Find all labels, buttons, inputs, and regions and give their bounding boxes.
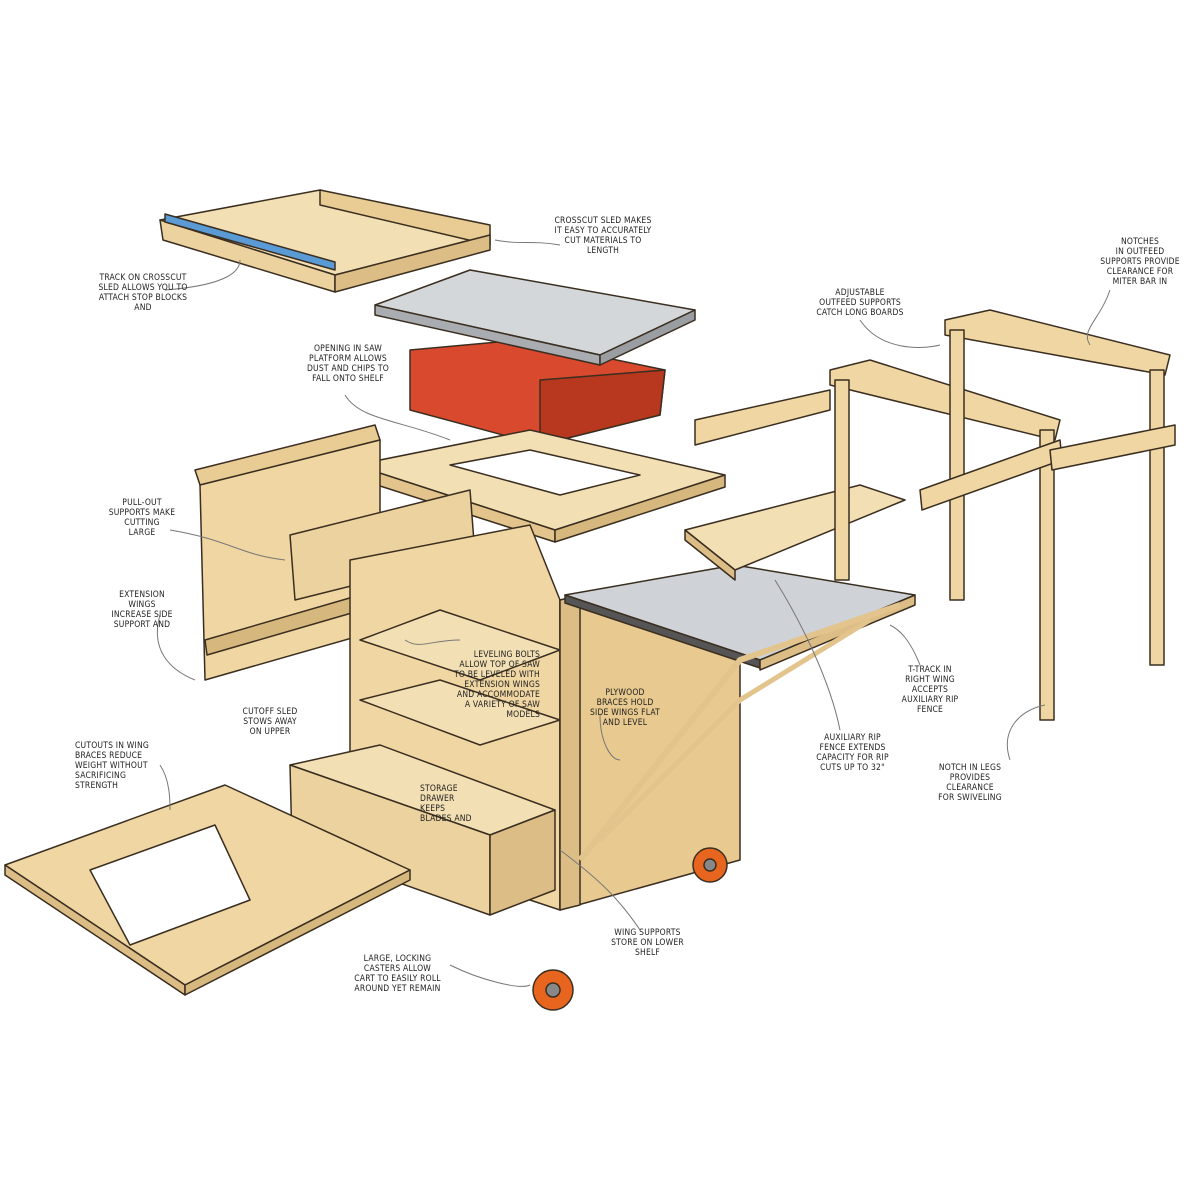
callout-outfeed-supports: ADJUSTABLE OUTFEED SUPPORTS CATCH LONG B…	[816, 288, 904, 318]
crosscut-sled	[159, 189, 491, 293]
callout-sled-track: TRACK ON CROSSCUT SLED ALLOWS YOU TO ATT…	[98, 273, 188, 313]
right-extension-wing	[564, 564, 916, 862]
callout-t-track: T-TRACK IN RIGHT WING ACCEPTS AUXILIARY …	[901, 665, 959, 715]
callout-platform-opening: OPENING IN SAW PLATFORM ALLOWS DUST AND …	[306, 344, 390, 384]
wing-brace-panel	[4, 784, 411, 996]
callout-leveling-bolts: LEVELING BOLTS ALLOW TOP OF SAW TO BE LE…	[453, 650, 540, 720]
callout-notches: NOTCHES IN OUTFEED SUPPORTS PROVIDE CLEA…	[1100, 237, 1180, 287]
callout-pull-out-supports: PULL-OUT SUPPORTS MAKE CUTTING LARGE	[108, 498, 176, 538]
callout-plywood-braces: PLYWOOD BRACES HOLD SIDE WINGS FLAT AND …	[589, 688, 661, 728]
storage-drawer	[289, 744, 556, 916]
callout-wing-supports: WING SUPPORTS STORE ON LOWER SHELF	[611, 928, 684, 958]
callout-rip-fence: AUXILIARY RIP FENCE EXTENDS CAPACITY FOR…	[816, 733, 889, 773]
auxiliary-rip-fence	[684, 484, 906, 581]
sled-track	[164, 213, 336, 271]
callout-wing-cutouts: CUTOUTS IN WING BRACES REDUCE WEIGHT WIT…	[75, 741, 150, 791]
left-extension-wing	[194, 424, 476, 681]
callout-notch-in-legs: NOTCH IN LEGS PROVIDES CLEARANCE FOR SWI…	[938, 763, 1002, 803]
callout-storage-drawer: STORAGE DRAWER KEEPS BLADES AND	[420, 784, 472, 824]
callout-cutoff-sled: CUTOFF SLED STOWS AWAY ON UPPER	[242, 707, 298, 737]
table-saw	[374, 269, 696, 446]
casters	[532, 847, 728, 1011]
callout-extension-wings: EXTENSION WINGS INCREASE SIDE SUPPORT AN…	[111, 590, 173, 630]
outfeed-supports	[694, 309, 1176, 721]
callout-crosscut-sled: CROSSCUT SLED MAKES IT EASY TO ACCURATEL…	[554, 216, 652, 256]
callout-leaders	[156, 239, 1111, 987]
callout-casters: LARGE, LOCKING CASTERS ALLOW CART TO EAS…	[354, 954, 441, 994]
